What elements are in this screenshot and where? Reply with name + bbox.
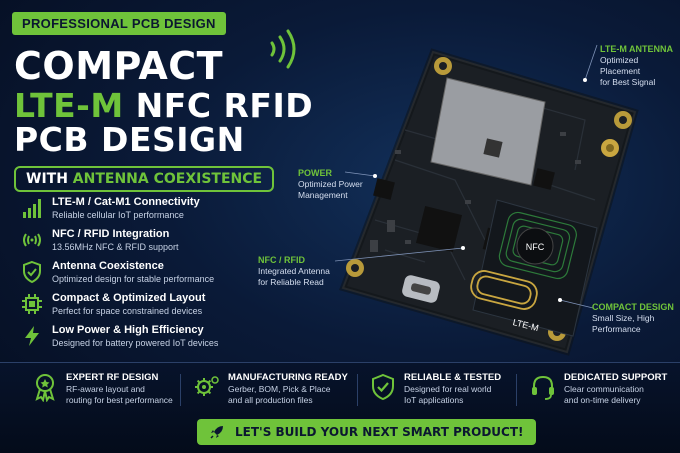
callout-title: LTE-M ANTENNA xyxy=(600,44,673,54)
bottom-item-line: Clear communication xyxy=(564,384,644,394)
callout-line: for Best Signal xyxy=(600,77,656,87)
gears-icon xyxy=(195,376,219,396)
cta-label: LET'S BUILD YOUR NEXT SMART PRODUCT! xyxy=(235,425,524,439)
title-ltem: LTE-M xyxy=(14,86,124,125)
feature-desc: Designed for battery powered IoT devices xyxy=(52,338,219,348)
chip-icon xyxy=(22,294,42,314)
bottom-item: RELIABLE & TESTED Designed for real worl… xyxy=(368,372,501,406)
callout-line: Optimized Power xyxy=(298,179,363,189)
callout-lte-antenna: LTE-M ANTENNA Optimized Placement for Be… xyxy=(600,44,678,88)
feature-item: LTE-M / Cat-M1 Connectivity Reliable cel… xyxy=(20,196,270,228)
callout-compact-design: COMPACT DESIGN Small Size, High Performa… xyxy=(592,302,678,335)
feature-item: Antenna Coexistence Optimized design for… xyxy=(20,260,270,292)
feature-title: NFC / RFID Integration xyxy=(52,228,170,240)
bottom-item-line: Designed for real world xyxy=(404,384,492,394)
callout-line: Small Size, High xyxy=(592,313,655,323)
feature-item: Compact & Optimized Layout Perfect for s… xyxy=(20,292,270,324)
board-nfc-label: NFC xyxy=(526,242,545,252)
feature-title: Compact & Optimized Layout xyxy=(52,292,206,304)
subtitle-highlight: ANTENNA COEXISTENCE xyxy=(72,171,263,187)
bottom-item-title: EXPERT RF DESIGN xyxy=(66,372,159,383)
feature-title: Antenna Coexistence xyxy=(52,260,164,272)
callout-line: Management xyxy=(298,190,348,200)
feature-desc: 13.56MHz NFC & RFID support xyxy=(52,242,179,252)
cta-button[interactable]: LET'S BUILD YOUR NEXT SMART PRODUCT! xyxy=(197,419,536,445)
bottom-item: MANUFACTURING READY Gerber, BOM, Pick & … xyxy=(192,372,348,406)
feature-title: Low Power & High Efficiency xyxy=(52,324,204,336)
callout-line: for Reliable Read xyxy=(258,277,324,287)
wireless-waves-icon xyxy=(270,29,296,69)
shield-check-icon xyxy=(372,373,394,401)
feature-desc: Perfect for space constrained devices xyxy=(52,306,203,316)
nfc-icon xyxy=(23,233,41,247)
feature-desc: Optimized design for stable performance xyxy=(52,274,215,284)
divider xyxy=(357,374,358,406)
divider xyxy=(180,374,181,406)
feature-list: LTE-M / Cat-M1 Connectivity Reliable cel… xyxy=(20,196,270,356)
title-nfc-rfid: NFC RFID xyxy=(135,86,314,125)
title-line-1: COMPACT xyxy=(14,44,224,88)
bottom-item: EXPERT RF DESIGN RF-aware layout and rou… xyxy=(30,372,173,406)
lightning-icon xyxy=(25,326,39,346)
headset-icon xyxy=(532,375,554,400)
callout-title: COMPACT DESIGN xyxy=(592,302,674,312)
bottom-item-line: routing for best performance xyxy=(66,395,173,405)
callout-nfc-rfid: NFC / RFID Integrated Antenna for Reliab… xyxy=(258,255,338,288)
bottom-item-line: RF-aware layout and xyxy=(66,384,145,394)
bottom-item-line: Gerber, BOM, Pick & Place xyxy=(228,384,331,394)
medal-icon xyxy=(35,374,55,402)
subtitle-box: WITH ANTENNA COEXISTENCE xyxy=(14,166,275,192)
pcb-board-illustration: NFC LTE-M xyxy=(335,44,639,356)
feature-title: LTE-M / Cat-M1 Connectivity xyxy=(52,196,200,208)
callout-line: Integrated Antenna xyxy=(258,266,330,276)
bottom-item-line: IoT applications xyxy=(404,395,464,405)
bottom-item-title: MANUFACTURING READY xyxy=(228,372,348,383)
rocket-icon xyxy=(210,426,223,439)
callout-line: Performance xyxy=(592,324,641,334)
feature-desc: Reliable cellular IoT performance xyxy=(52,210,184,220)
shield-check-icon xyxy=(23,260,41,284)
top-badge: PROFESSIONAL PCB DESIGN xyxy=(12,12,226,35)
feature-item: Low Power & High Efficiency Designed for… xyxy=(20,324,270,356)
bottom-item-title: RELIABLE & TESTED xyxy=(404,372,502,383)
callout-power: POWER Optimized Power Management xyxy=(298,168,378,201)
bottom-item: DEDICATED SUPPORT Clear communication an… xyxy=(528,372,667,406)
title-line-3: PCB DESIGN xyxy=(14,120,245,159)
title-line-2: LTE-M NFC RFID xyxy=(14,86,313,125)
feature-item: NFC / RFID Integration 13.56MHz NFC & RF… xyxy=(20,228,270,260)
callout-line: Optimized Placement xyxy=(600,55,641,76)
bottom-item-line: and all production files xyxy=(228,395,313,405)
bottom-item-title: DEDICATED SUPPORT xyxy=(564,372,668,383)
callout-title: POWER xyxy=(298,168,333,178)
subtitle-prefix: WITH xyxy=(26,171,68,187)
antenna-signal-icon xyxy=(23,199,41,218)
callout-title: NFC / RFID xyxy=(258,255,305,265)
bottom-item-line: and on-time delivery xyxy=(564,395,641,405)
divider xyxy=(516,374,517,406)
